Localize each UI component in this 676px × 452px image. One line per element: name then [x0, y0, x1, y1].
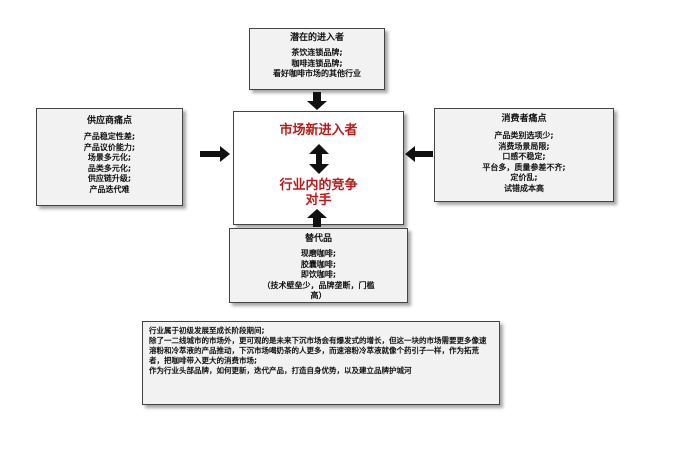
substitutes-title: 替代品	[304, 234, 332, 244]
arrow-up-icon	[307, 209, 327, 227]
supplier-pain-point-item: 产品议价能力;	[83, 142, 136, 152]
consumer-pain-point-item: 口感不稳定;	[502, 152, 546, 161]
industry-summary-box: 行业属于初级发展至成长阶段期间; 除了一二线城市的市场外，更可观的是未来下沉市场…	[142, 321, 500, 405]
consumer-pain-point-item: 定价乱;	[510, 173, 538, 182]
supplier-pain-points-title: 供应商痛点	[86, 116, 132, 126]
supplier-pain-points-box: 供应商痛点 产品稳定性差; 产品议价能力; 场景多元化; 品类多元化; 供应链升…	[36, 108, 183, 206]
industry-competitors-label-cont: 对手	[305, 193, 332, 208]
substitute-item: 即饮咖啡;	[300, 270, 337, 279]
supplier-pain-point-item: 供应链升级;	[87, 174, 132, 183]
substitute-item: 现磨咖啡;	[300, 249, 337, 258]
double-vertical-arrow-icon	[308, 144, 329, 174]
potential-entrant-item: 咖啡连锁品牌;	[291, 58, 343, 68]
arrow-right-icon	[200, 146, 230, 162]
supplier-pain-point-item: 品类多元化;	[87, 163, 132, 173]
new-entrants-label: 市场新进入者	[279, 123, 358, 138]
potential-entrant-item: 看好咖啡市场的其他行业	[273, 69, 361, 78]
potential-entrant-item: 茶饮连锁品牌;	[291, 48, 343, 57]
center-competition-box: 市场新进入者 行业内的竞争 对手	[233, 111, 404, 225]
supplier-pain-point-item: 场景多元化;	[87, 153, 132, 162]
potential-entrants-box: 潜在的进入者 茶饮连锁品牌; 咖啡连锁品牌; 看好咖啡市场的其他行业	[249, 28, 385, 90]
supplier-pain-point-item: 产品迭代难	[89, 184, 130, 194]
potential-entrants-title: 潜在的进入者	[289, 33, 344, 43]
arrow-down-icon	[307, 92, 327, 110]
supplier-pain-point-item: 产品稳定性差;	[83, 132, 136, 141]
consumer-pain-points-title: 消费者痛点	[501, 114, 547, 124]
consumer-pain-point-item: 试错成本高	[504, 183, 544, 193]
substitutes-box: 替代品 现磨咖啡; 胶囊咖啡; 即饮咖啡; （技术壁垒少，品牌垄断，门槛 高）	[229, 228, 408, 303]
consumer-pain-points-box: 消费者痛点 产品类别选项少; 消费场景局限; 口感不稳定; 平台多，质量参差不齐…	[434, 108, 614, 202]
substitute-item: 高）	[310, 291, 327, 300]
consumer-pain-point-item: 产品类别选项少;	[494, 131, 554, 140]
consumer-pain-point-item: 平台多，质量参差不齐;	[482, 162, 566, 172]
industry-competitors-label: 行业内的竞争	[279, 178, 358, 193]
substitute-item: （技术壁垒少，品牌垄断，门槛	[262, 280, 375, 290]
summary-line: 行业属于初级发展至成长阶段期间;	[149, 326, 265, 335]
summary-line: 除了一二线城市的市场外，更可观的是未来下沉市场会有爆发式的增长，但这一块的市场需…	[149, 336, 487, 365]
substitute-item: 胶囊咖啡;	[300, 259, 337, 269]
consumer-pain-point-item: 消费场景局限;	[498, 141, 550, 151]
arrow-left-icon	[405, 146, 433, 162]
summary-line: 作为行业头部品牌，如何更新，迭代产品，打造自身优势，以及建立品牌护城河	[149, 366, 412, 375]
